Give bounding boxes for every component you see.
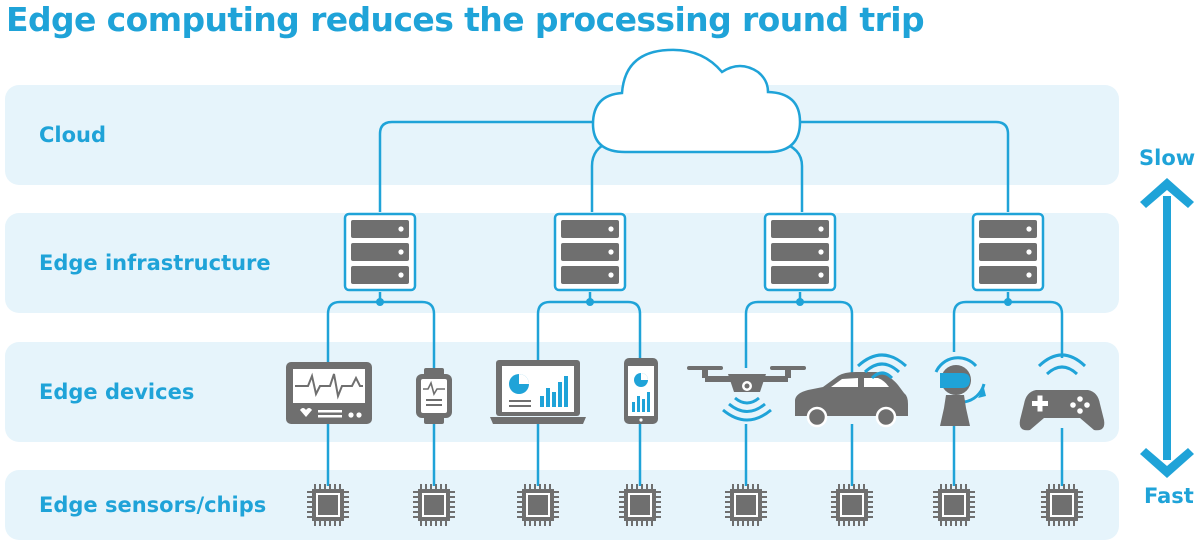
chip-icon-7: [933, 484, 975, 526]
server-icon-1: [343, 212, 417, 292]
smartphone-icon: [624, 358, 658, 424]
chip-icon-6: [831, 484, 873, 526]
game-controller-icon: [1019, 353, 1105, 431]
chip-icon-4: [619, 484, 661, 526]
tier-edge-sensors: Edge sensors/chips: [5, 470, 1119, 540]
junction-dots: [376, 298, 1012, 306]
chip-icon-3: [517, 484, 559, 526]
speed-label-fast: Fast: [1144, 484, 1194, 508]
server-icon-4: [971, 212, 1045, 292]
chip-icon-5: [725, 484, 767, 526]
laptop-dashboard-icon: [490, 360, 586, 424]
chip-icon-2: [413, 484, 455, 526]
connection-lines: [326, 120, 1064, 486]
chip-icon-8: [1041, 484, 1083, 526]
cloud-icon: [591, 48, 802, 154]
server-icon-2: [553, 212, 627, 292]
drone-icon: [687, 366, 806, 422]
tier-label-edge-sensors: Edge sensors/chips: [39, 493, 267, 517]
connected-car-icon: [795, 353, 908, 428]
tier-label-cloud: Cloud: [39, 123, 107, 147]
medical-monitor-icon: [286, 362, 372, 424]
vr-headset-user-icon: [934, 356, 986, 426]
smartwatch-icon: [416, 368, 452, 424]
tier-label-edge-infrastructure: Edge infrastructure: [39, 251, 271, 275]
speed-double-arrow: [1140, 178, 1194, 478]
chip-icon-1: [307, 484, 349, 526]
tier-label-edge-devices: Edge devices: [39, 380, 195, 404]
speed-label-slow: Slow: [1139, 146, 1196, 170]
tier-cloud: Cloud: [5, 85, 1119, 185]
page-title: Edge computing reduces the processing ro…: [6, 0, 925, 39]
server-icon-3: [763, 212, 837, 292]
